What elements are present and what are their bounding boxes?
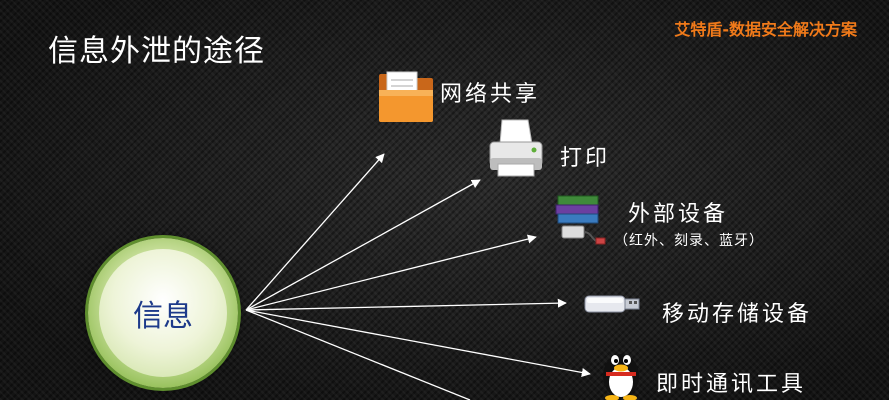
arrow-to-print [245,179,481,311]
qq-penguin-icon [603,354,639,400]
channel-label-external-devices: 外部设备 [628,202,729,227]
arrow-to-usb-storage [245,298,567,311]
printer-icon [489,119,543,177]
external-devices-icon [555,195,606,245]
folder-icon [379,71,433,122]
page-title: 信息外泄的途径 [48,34,265,69]
arrow-lower [245,309,471,400]
channel-label-network-share: 网络共享 [440,82,541,107]
channel-label-print: 打印 [560,146,611,171]
arrow-to-im-tools [245,309,591,377]
usb-drive-icon [584,295,640,313]
channel-label-im-tools: 即时通讯工具 [656,372,807,397]
channel-label-usb-storage: 移动存储设备 [662,302,813,327]
info-circle-label: 信息 [133,299,193,334]
channel-sublabel-external-devices: （红外、刻录、蓝牙） [614,233,764,249]
arrow-to-external-devices [245,234,537,311]
brand-tagline: 艾特盾-数据安全解决方案 [674,20,857,39]
arrow-to-network-share [245,153,385,311]
info-circle: 信息 [88,238,238,388]
